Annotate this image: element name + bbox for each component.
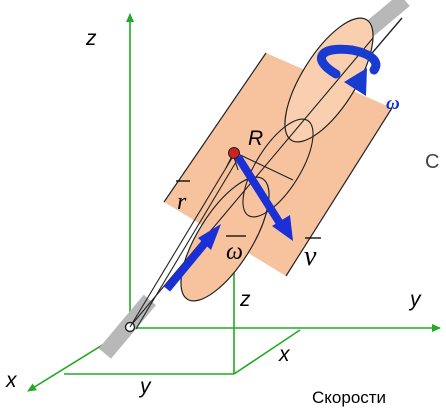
body-point	[228, 147, 240, 159]
x-axis-label: x	[5, 369, 18, 392]
radius-label: R	[248, 127, 263, 150]
r-vector-label: r	[176, 180, 190, 215]
omega-vector-label: ω	[226, 235, 246, 265]
z-axis-label: z	[85, 27, 97, 50]
rotation-arrow	[317, 44, 381, 96]
x-projection-label: x	[278, 343, 291, 366]
lower-bearing	[98, 294, 156, 359]
caption: Скорости	[312, 388, 387, 407]
cross-section	[242, 118, 314, 218]
z-projection-label: z	[239, 288, 251, 311]
omega-vector	[163, 224, 221, 292]
v-vector-label: v	[304, 237, 321, 272]
omega-rotation-label: ω	[386, 93, 400, 114]
side-text: С	[425, 151, 440, 173]
svg-text:ω: ω	[226, 239, 243, 265]
svg-text:r: r	[177, 189, 187, 215]
x-projection-line	[233, 329, 301, 375]
radius-line	[233, 151, 294, 181]
cylinder-bottom	[180, 176, 270, 302]
velocity-vector	[234, 154, 293, 241]
y-projection-label: y	[138, 375, 152, 398]
svg-text:v: v	[304, 241, 317, 272]
y-axis-label: y	[408, 288, 422, 311]
